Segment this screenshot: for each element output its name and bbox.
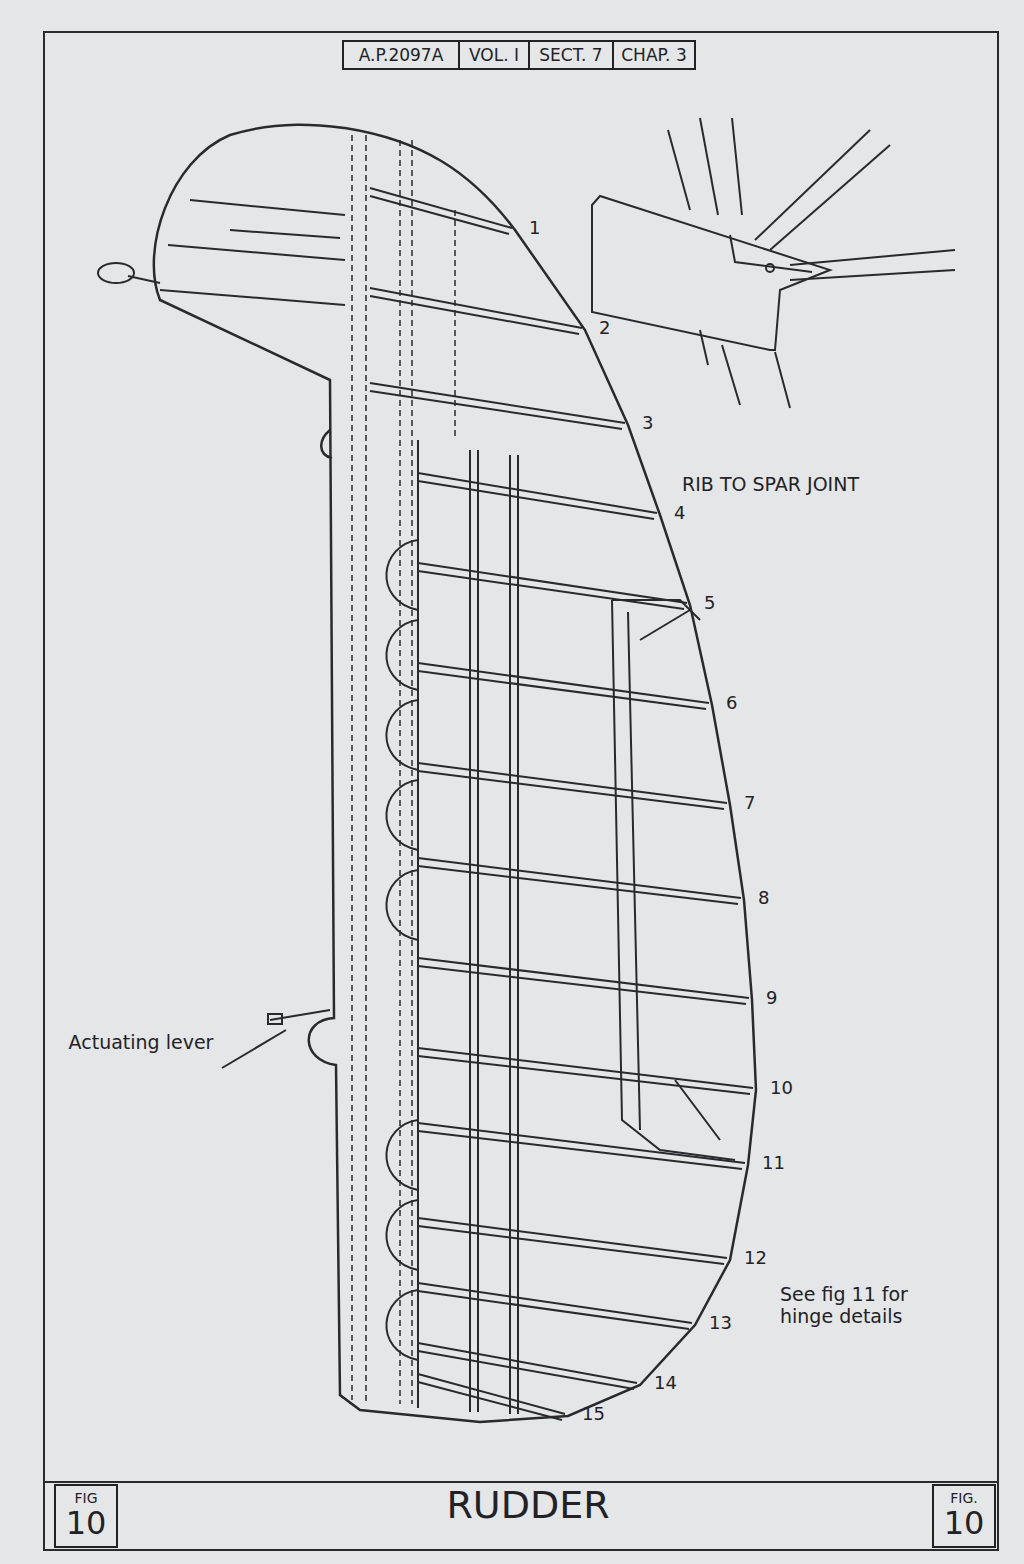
- callout-number: 3: [642, 413, 653, 434]
- callout-number: 11: [762, 1153, 785, 1174]
- note: Actuating lever: [66, 1032, 216, 1054]
- callout-number: 8: [758, 888, 769, 909]
- figure-number-box: FIG.10: [932, 1484, 996, 1548]
- header-cell: VOL. I: [458, 40, 530, 70]
- title: RUDDER: [446, 1484, 609, 1528]
- rib-line: [418, 858, 741, 898]
- figure-number-box: FIG10: [54, 1484, 118, 1548]
- rib-line: [418, 1048, 753, 1088]
- header-cell: CHAP. 3: [612, 40, 696, 70]
- fig-number: 10: [66, 1506, 107, 1541]
- callout-number: 12: [744, 1248, 767, 1269]
- spar-webs: [418, 440, 518, 1414]
- rib-flange: [418, 1131, 742, 1169]
- callout-number: 15: [582, 1404, 605, 1425]
- rib-flange: [418, 1056, 750, 1094]
- rib-flange: [418, 671, 706, 709]
- header-cell: A.P.2097A: [342, 40, 460, 70]
- rib-line: [418, 563, 687, 603]
- rib-flange: [418, 866, 738, 904]
- rib-line: [418, 763, 727, 803]
- rib-flange: [370, 196, 509, 234]
- rib-line: [370, 288, 582, 328]
- header-text: A.P.2097A: [359, 46, 444, 65]
- rib-flange: [418, 966, 746, 1004]
- callout-number: 6: [726, 693, 737, 714]
- rib-line: [370, 383, 625, 423]
- rib-flange: [418, 1291, 689, 1329]
- rib-line: [418, 1218, 727, 1258]
- actuating-lever: [222, 1010, 330, 1068]
- rib-flange: [418, 481, 654, 519]
- rib-line: [418, 1343, 637, 1383]
- rib-line: [418, 1374, 565, 1414]
- rib-line: [418, 473, 657, 513]
- lower-web-scallops: [386, 540, 418, 1360]
- header-cell: SECT. 7: [528, 40, 614, 70]
- callout-number: 5: [704, 593, 715, 614]
- rib-flange: [370, 296, 579, 334]
- header-text: VOL. I: [469, 46, 519, 65]
- rib-line: [418, 958, 749, 998]
- page-border: [44, 32, 998, 1550]
- header-text: SECT. 7: [539, 46, 602, 65]
- callout-number: 9: [766, 988, 777, 1009]
- rib-line: [418, 1123, 745, 1163]
- fig-number: 10: [944, 1506, 985, 1541]
- fig-label: FIG.: [950, 1491, 977, 1506]
- callout-number: 2: [599, 318, 610, 339]
- rib-line: [418, 663, 709, 703]
- inset-caption: RIB TO SPAR JOINT: [682, 474, 859, 496]
- callout-number: 13: [709, 1313, 732, 1334]
- callout-number: 1: [529, 218, 540, 239]
- header-text: CHAP. 3: [621, 46, 687, 65]
- callout-number: 14: [654, 1373, 677, 1394]
- trim-tab-frame: [612, 600, 735, 1160]
- rudder-outline: [154, 125, 756, 1422]
- rib-flange: [370, 391, 622, 429]
- rib-flange: [418, 1226, 724, 1264]
- rib-line: [370, 188, 512, 228]
- note: See fig 11 for hinge details: [780, 1284, 960, 1328]
- rib-flange: [418, 571, 684, 609]
- horn-balance: [98, 200, 345, 305]
- callout-number: 10: [770, 1078, 793, 1099]
- spar-hidden-lines: [352, 135, 455, 1404]
- rib-line: [418, 1283, 692, 1323]
- title-band-line: [44, 1481, 998, 1483]
- callout-number: 7: [744, 793, 755, 814]
- rib-flange: [418, 771, 724, 809]
- callout-number: 4: [674, 503, 685, 524]
- rib-to-spar-joint-inset: [592, 118, 955, 408]
- rudder-ribs: [370, 188, 753, 1420]
- fig-label: FIG: [74, 1491, 97, 1506]
- rib-flange: [418, 1382, 562, 1420]
